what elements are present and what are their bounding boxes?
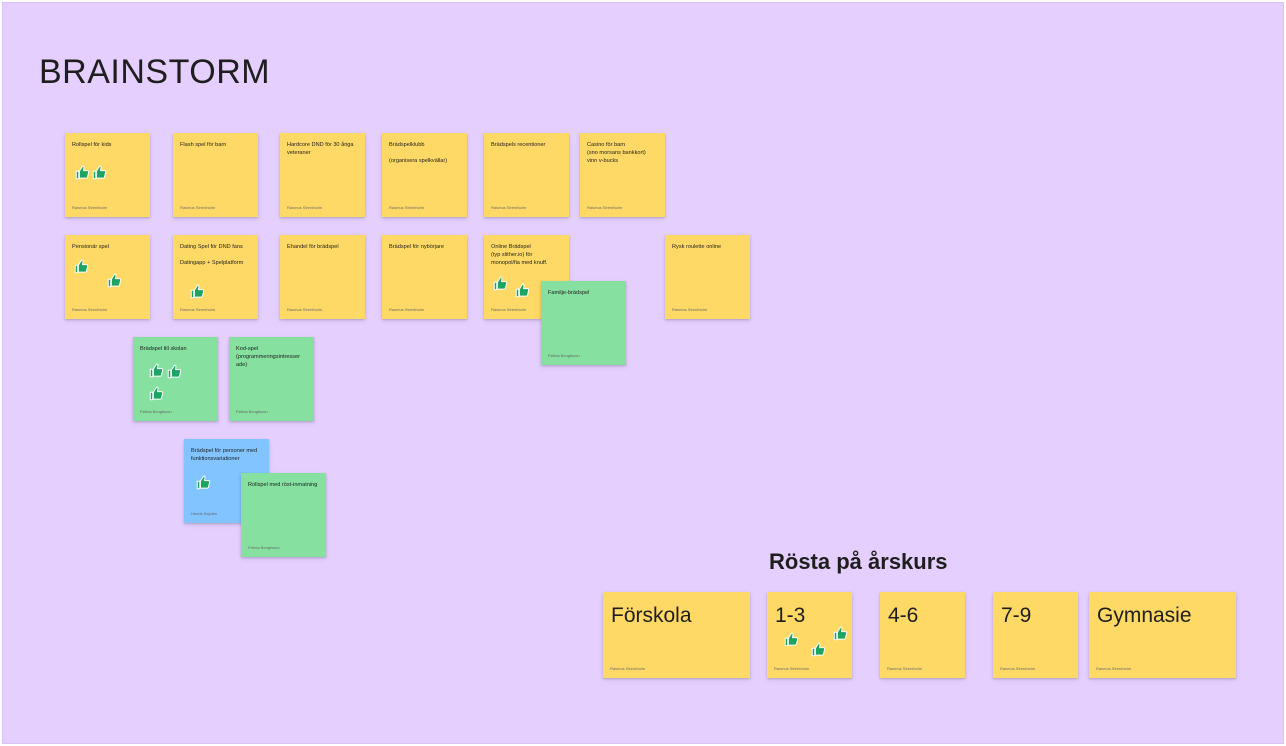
sticky-note-author: Rasmus Strentholm: [287, 307, 323, 312]
thumbs-up-icon[interactable]: [74, 259, 89, 274]
sticky-note-text: Brädspels recentioner: [491, 142, 546, 148]
sticky-note-author: Rasmus Strentholm: [389, 205, 425, 210]
sticky-note[interactable]: Rysk roulette online Rasmus Strentholm: [665, 235, 750, 319]
grade-sticky-note[interactable]: 1-3 Rasmus Strentholm: [767, 592, 852, 678]
sticky-note[interactable]: Dating Spel för DND fans Datingapp + Spe…: [173, 235, 258, 319]
sticky-note-author: Rasmus Strentholm: [287, 205, 323, 210]
board-title: BRAINSTORM: [39, 53, 271, 91]
sticky-note[interactable]: Casino för barn (sno morsans bankkort) v…: [580, 133, 665, 217]
sticky-note-author: Rasmus Strentholm: [389, 307, 425, 312]
thumbs-up-icon[interactable]: [784, 632, 799, 647]
sticky-note-author: Rasmus Strentholm: [610, 666, 646, 671]
sticky-note-author: Rasmus Strentholm: [72, 307, 108, 312]
sticky-note[interactable]: Brädspels recentioner Rasmus Strentholm: [484, 133, 569, 217]
sticky-note[interactable]: Flash spel för barn Rasmus Strentholm: [173, 133, 258, 217]
sticky-note-author: Rasmus Strentholm: [1000, 666, 1036, 671]
sticky-note-text: Förskola: [611, 604, 692, 627]
sticky-note-text: Brädspel för nybörjare: [389, 244, 445, 250]
sticky-note-author: Rasmus Strentholm: [491, 205, 527, 210]
thumbs-up-icon[interactable]: [833, 626, 848, 641]
sticky-note[interactable]: Ehandel för brädspel Rasmus Strentholm: [280, 235, 365, 319]
sticky-note-text: Online Brädspel (typ slither.io) för mon…: [491, 244, 548, 266]
thumbs-up-icon[interactable]: [149, 386, 164, 401]
sticky-note-text: 1-3: [775, 604, 806, 627]
sticky-note-text: Kod-spel (programmeringsintresser ade): [236, 346, 301, 368]
sticky-note[interactable]: Rollspel för kids Rasmus Strentholm: [65, 133, 150, 217]
thumbs-up-icon[interactable]: [196, 475, 211, 490]
sticky-note[interactable]: Hardcore DND för 30 åriga veteraner Rasm…: [280, 133, 365, 217]
sticky-note-author: Rasmus Strentholm: [180, 307, 216, 312]
thumbs-up-icon[interactable]: [811, 642, 826, 657]
sticky-note[interactable]: Familje-brädspel Felicia Bengtsson: [541, 281, 626, 365]
sticky-note-author: Rasmus Strentholm: [180, 205, 216, 210]
thumbs-up-icon[interactable]: [190, 284, 205, 299]
sticky-note-text: Hardcore DND för 30 åriga veteraner: [287, 142, 354, 156]
thumbs-up-icon[interactable]: [167, 364, 182, 379]
sticky-note-author: Felicia Bengtsson: [236, 409, 268, 414]
sticky-note-author: Rasmus Strentholm: [887, 666, 923, 671]
sticky-note[interactable]: Online Brädspel (typ slither.io) för mon…: [484, 235, 569, 319]
sticky-note-text: Familje-brädspel: [548, 290, 590, 296]
sticky-note-text: 7-9: [1001, 604, 1032, 627]
sticky-note-text: Brädspel till skolan: [140, 346, 187, 352]
sticky-note-text: Gymnasie: [1097, 604, 1192, 627]
sticky-note-author: Rasmus Strentholm: [672, 307, 708, 312]
sticky-note[interactable]: Brädspel för nybörjare Rasmus Strentholm: [382, 235, 467, 319]
thumbs-up-icon[interactable]: [107, 273, 122, 288]
sticky-note-author: Henrik Sayden: [191, 511, 218, 516]
sticky-note-text: Flash spel för barn: [180, 142, 227, 148]
sticky-note-text: Pensionär spel: [72, 244, 110, 250]
sticky-note-author: Felicia Bengtsson: [140, 409, 172, 414]
sticky-note-author: Rasmus Strentholm: [72, 205, 108, 210]
sticky-note-author: Felicia Bengtsson: [248, 545, 280, 550]
sticky-note[interactable]: Rollspel med röst-inmatning Felicia Beng…: [241, 473, 326, 557]
sticky-note[interactable]: Kod-spel (programmeringsintresser ade) F…: [229, 337, 314, 421]
thumbs-up-icon[interactable]: [92, 165, 107, 180]
sticky-note-text: Rollspel med röst-inmatning: [248, 482, 318, 488]
sticky-note-author: Rasmus Strentholm: [491, 307, 527, 312]
thumbs-up-icon[interactable]: [149, 363, 164, 378]
sticky-note-text: Ehandel för brädspel: [287, 244, 339, 250]
grade-sticky-note[interactable]: 7-9 Rasmus Strentholm: [993, 592, 1078, 678]
sticky-note-text: 4-6: [888, 604, 919, 627]
thumbs-up-icon[interactable]: [75, 165, 90, 180]
sticky-note-author: Felicia Bengtsson: [548, 353, 580, 358]
thumbs-up-icon[interactable]: [493, 276, 508, 291]
sticky-note-text: Rysk roulette online: [672, 244, 722, 250]
grade-sticky-note[interactable]: Gymnasie Rasmus Strentholm: [1089, 592, 1236, 678]
sticky-note-author: Rasmus Strentholm: [587, 205, 623, 210]
sticky-note-text: Casino för barn (sno morsans bankkort) v…: [587, 142, 646, 164]
sticky-note[interactable]: Brädspelklubb (organisera spelkvällar) R…: [382, 133, 467, 217]
sticky-note-text: Brädspelklubb (organisera spelkvällar): [389, 142, 448, 164]
vote-section-heading: Rösta på årskurs: [769, 549, 948, 574]
sticky-note-author: Rasmus Strentholm: [1096, 666, 1132, 671]
sticky-note-text: Rollspel för kids: [72, 142, 112, 148]
thumbs-up-icon[interactable]: [515, 283, 530, 298]
sticky-note-text: Brädspel för personer med funktionsvaria…: [191, 448, 258, 462]
sticky-note-author: Rasmus Strentholm: [774, 666, 810, 671]
grade-sticky-note[interactable]: 4-6 Rasmus Strentholm: [880, 592, 965, 678]
sticky-note[interactable]: Pensionär spel Rasmus Strentholm: [65, 235, 150, 319]
sticky-note-text: Dating Spel för DND fans Datingapp + Spe…: [180, 244, 244, 266]
grade-sticky-note[interactable]: Förskola Rasmus Strentholm: [603, 592, 750, 678]
sticky-note[interactable]: Brädspel till skolan Felicia Bengtsson: [133, 337, 218, 421]
